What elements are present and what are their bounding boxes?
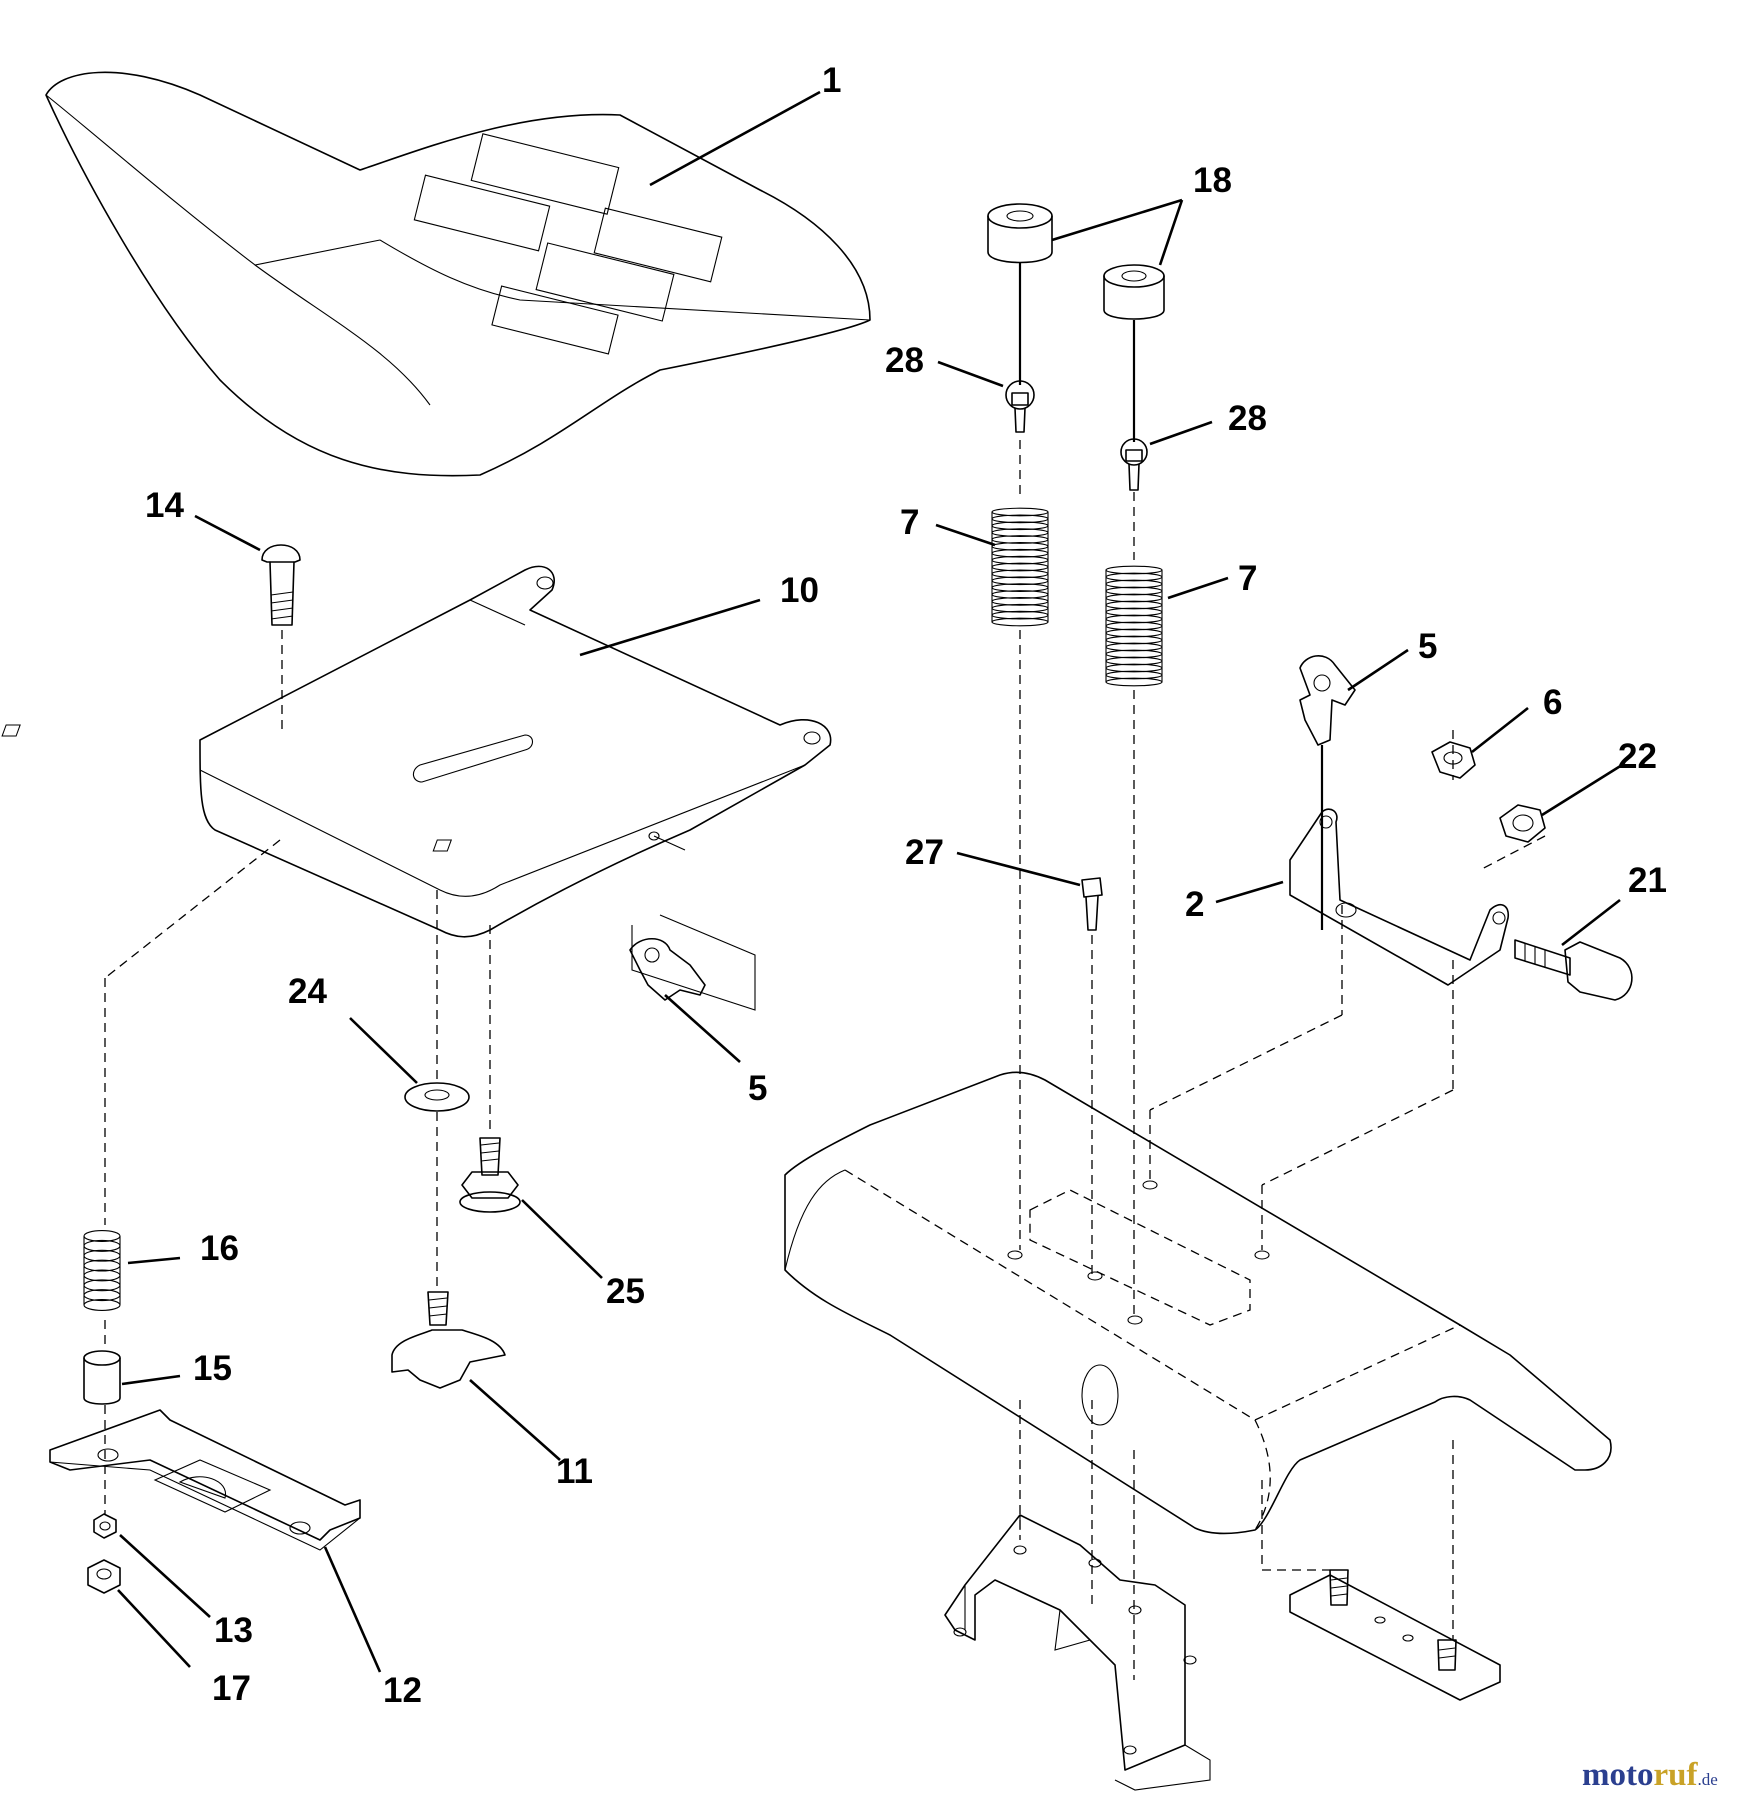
label-nut-17: 17	[212, 1669, 251, 1708]
label-slide-plate-12: 12	[383, 1671, 422, 1710]
label-nut-6: 6	[1543, 683, 1562, 722]
nut-22-part	[1499, 804, 1546, 843]
fender-part	[784, 1071, 1612, 1535]
nut-17-part	[87, 1559, 121, 1594]
spring-16-part	[83, 1230, 121, 1311]
bolt-21-part	[1514, 939, 1633, 1001]
label-spring-16: 16	[200, 1229, 239, 1268]
label-spacer-15: 15	[193, 1349, 232, 1388]
label-bolt-27: 27	[905, 833, 944, 872]
star-screw-parts	[1005, 380, 1148, 491]
label-nut-13: 13	[214, 1611, 253, 1650]
label-bracket-2: 2	[1185, 885, 1204, 924]
frame-support-part	[944, 1514, 1211, 1791]
slide-plate-12-part	[49, 1409, 361, 1551]
label-clip-upper: 5	[1418, 627, 1437, 666]
assembly-lines	[104, 440, 1546, 1680]
label-spacer-18: 18	[1193, 161, 1232, 200]
spring-left-part	[991, 507, 1049, 627]
watermark-logo: motoruf.de	[1582, 1757, 1718, 1793]
clip-lower-part	[629, 914, 756, 1011]
bolt-27-part	[1081, 877, 1103, 931]
label-nut-22: 22	[1618, 737, 1657, 776]
label-carriage-bolt: 14	[145, 486, 184, 525]
clip-upper-part	[1299, 655, 1356, 930]
label-spring-right: 7	[1238, 559, 1257, 598]
watermark-part2: ruf	[1653, 1757, 1698, 1793]
label-clip-lower: 5	[748, 1069, 767, 1108]
seat-pan-part	[1, 565, 832, 938]
svg-text:motoruf.de: motoruf.de	[1582, 1757, 1718, 1793]
spacer-15-part	[83, 1350, 121, 1405]
label-seat-pan: 10	[780, 571, 819, 610]
label-star-screw-right: 28	[1228, 399, 1267, 438]
wing-knob-11-part	[391, 1291, 506, 1389]
label-spring-left: 7	[900, 503, 919, 542]
bracket-2-part	[1289, 808, 1510, 986]
bolt-25-part	[459, 1137, 521, 1213]
carriage-bolt-part	[261, 544, 301, 626]
label-bolt-21: 21	[1628, 861, 1667, 900]
label-wing-knob-11: 11	[556, 1452, 593, 1491]
watermark-part1: moto	[1582, 1757, 1653, 1793]
leader-lines	[117, 90, 1623, 1673]
label-star-screw-left: 28	[885, 341, 924, 380]
spacer-parts	[987, 203, 1165, 442]
seat-part	[45, 71, 871, 477]
washer-24-part	[404, 1082, 470, 1112]
label-washer-24: 24	[288, 972, 327, 1011]
base-plate-part	[1289, 1569, 1501, 1701]
spring-right-part	[1105, 565, 1163, 687]
watermark-suffix: .de	[1697, 1770, 1717, 1789]
label-bolt-25: 25	[606, 1272, 645, 1311]
part-labels: 1 10 14 18 28 28 7 7 27 5 6 22 2 21 5 24…	[145, 61, 1667, 1710]
label-seat: 1	[822, 61, 841, 100]
nut-13-part	[93, 1513, 117, 1539]
